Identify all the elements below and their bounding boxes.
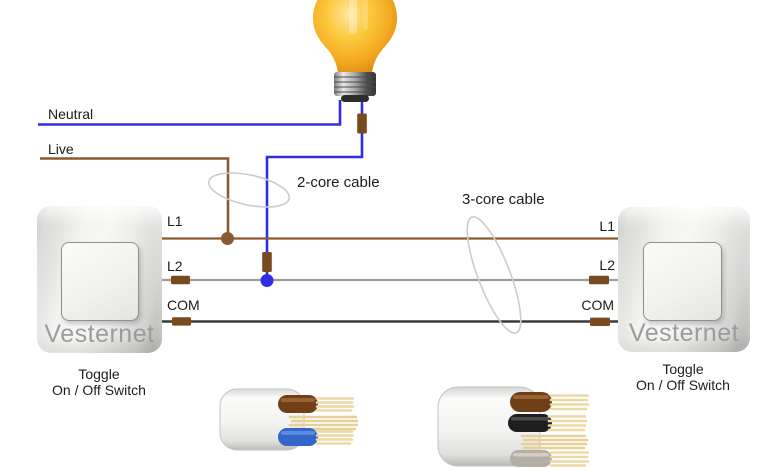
bulb-base-contact [341,95,369,102]
earth-conductor-strands [520,434,589,450]
connector-block-l2-right [589,275,609,285]
neutral-wire [38,100,342,126]
switch-caption-right-line2: On / Off Switch [636,376,730,393]
brown-conductor-highlight [281,398,315,402]
live-wire [40,157,230,238]
black-conductor [508,414,552,432]
brown-conductor-highlight [513,395,549,399]
connector-block-bulb-wire [357,113,367,134]
black-conductor-highlight [511,417,549,421]
gray-conductor [510,450,552,467]
switch-rocker-button-right[interactable] [643,242,722,321]
brown-conductor [278,395,318,413]
three-core-cable-ring [466,216,522,334]
light-bulb-icon [313,0,397,102]
bulb-glass-highlight2 [363,0,368,30]
terminal-label-l2-left: L2 [167,258,183,274]
bulb-screw-base [334,72,376,96]
terminal-label-l2-right: L2 [599,257,615,273]
blue-conductor [278,428,318,446]
connector-block-com-left [172,317,191,326]
three-core-cable-photo [437,386,590,467]
switched-live-l2-junction-dot [260,274,274,287]
terminal-label-l1-left: L1 [167,213,183,229]
two-core-cable-photo [219,388,358,451]
toggle-switch-left[interactable]: Vesternet [37,206,162,353]
live-label: Live [48,141,74,157]
neutral-label: Neutral [48,106,94,122]
switch-caption-left-line1: Toggle [78,366,120,382]
switch-caption-left: Toggle On / Off Switch [20,366,178,398]
vesternet-logo-left: Vesternet [44,320,155,348]
two-core-cable-ring [207,172,291,208]
gray-conductor-highlight [513,453,549,457]
connector-block-com-right [590,317,610,326]
switch-caption-left-line2: On / Off Switch [52,381,146,398]
switch-rocker-button-left[interactable] [61,242,139,321]
bulb-glass-highlight [349,0,357,34]
two-core-cable-label: 2-core cable [297,174,380,191]
bulb-screw-threads [334,76,376,93]
bulb-glass [313,0,397,73]
three-core-cable-label: 3-core cable [462,191,545,208]
live-l1-junction-dot [221,232,234,245]
switch-caption-right-line1: Toggle [662,361,704,377]
connector-block-l2-left [171,275,190,285]
brown-conductor-strands [549,394,590,411]
vesternet-logo-right: Vesternet [628,319,740,347]
gray-conductor-strands [549,451,590,467]
connector-block-mid-wire [262,252,272,272]
switch-caption-right: Toggle On / Off Switch [604,361,762,393]
blue-conductor-strands [315,430,355,445]
black-conductor-strands [547,415,588,432]
terminal-label-com-left: COM [167,297,200,313]
brown-conductor-strands [315,397,355,412]
blue-conductor-highlight [281,431,315,435]
terminal-label-com-right: COM [581,297,614,313]
toggle-switch-right[interactable]: Vesternet [618,207,750,352]
terminal-label-l1-right: L1 [599,218,615,234]
